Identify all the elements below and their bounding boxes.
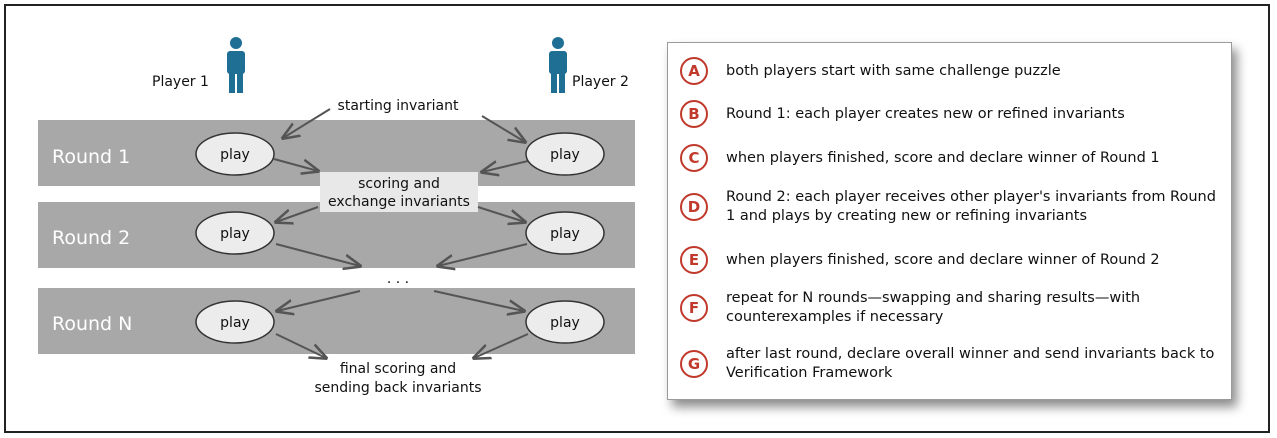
letter-badge-icon: B bbox=[680, 100, 708, 128]
play-node: play bbox=[525, 211, 605, 255]
svg-text:play: play bbox=[220, 315, 250, 331]
legend-item-g: G after last round, declare overall winn… bbox=[680, 345, 1226, 383]
round-label-1: Round 1 bbox=[52, 146, 130, 168]
legend-text: Round 2: each player receives other play… bbox=[726, 189, 1216, 224]
arrow-ellipsis-to-rn-right bbox=[433, 290, 524, 311]
exchange-label-line1: scoring and bbox=[358, 176, 440, 192]
player-2-label: Player 2 bbox=[572, 74, 629, 90]
person-icon bbox=[549, 37, 567, 93]
legend-text: when players finished, score and declare… bbox=[726, 251, 1160, 268]
arrow-exchange-to-r2-right bbox=[477, 206, 525, 222]
starting-invariant-label: starting invariant bbox=[338, 98, 459, 114]
letter-badge-icon: D bbox=[680, 193, 708, 221]
exchange-label-box bbox=[320, 172, 478, 212]
play-node: play bbox=[525, 300, 605, 344]
legend-text: after last round, declare overall winner… bbox=[726, 346, 1215, 381]
letter-badge-icon: G bbox=[680, 350, 708, 378]
ellipsis-label: . . . bbox=[387, 271, 409, 287]
play-node: play bbox=[525, 132, 605, 176]
svg-text:play: play bbox=[220, 226, 250, 242]
letter-badge-icon: C bbox=[680, 144, 708, 172]
arrow-exchange-to-r2-left bbox=[276, 206, 319, 222]
svg-text:play: play bbox=[550, 315, 580, 331]
legend-panel: A both players start with same challenge… bbox=[667, 42, 1232, 400]
arrow-rn-left-to-final bbox=[275, 333, 326, 358]
final-label-line2: sending back invariants bbox=[315, 380, 482, 396]
legend-item-c: C when players finished, score and decla… bbox=[680, 144, 1226, 172]
arrow-rn-right-to-final bbox=[474, 333, 529, 358]
legend-item-b: B Round 1: each player creates new or re… bbox=[680, 100, 1226, 128]
round-flow-diagram: Round 1 Round 2 Round N Player 1 Player … bbox=[38, 37, 635, 396]
exchange-label-line2: exchange invariants bbox=[328, 194, 470, 210]
svg-text:play: play bbox=[220, 147, 250, 163]
arrow-r2-right-to-ellipsis bbox=[438, 243, 528, 266]
legend-item-d: D Round 2: each player receives other pl… bbox=[680, 188, 1226, 226]
arrow-start-to-p2 bbox=[481, 115, 525, 142]
legend-item-a: A both players start with same challenge… bbox=[680, 57, 1226, 85]
player-1-label: Player 1 bbox=[152, 74, 209, 90]
svg-text:play: play bbox=[550, 147, 580, 163]
play-node: play bbox=[195, 211, 275, 255]
legend-text: Round 1: each player creates new or refi… bbox=[726, 105, 1125, 122]
legend-text: both players start with same challenge p… bbox=[726, 62, 1061, 79]
round-label-2: Round 2 bbox=[52, 227, 130, 249]
legend-text: when players finished, score and declare… bbox=[726, 149, 1160, 166]
arrow-ellipsis-to-rn-left bbox=[277, 290, 361, 311]
arrow-r1-left-to-scoring bbox=[273, 158, 318, 171]
letter-badge-icon: E bbox=[680, 246, 708, 274]
letter-badge-icon: A bbox=[680, 57, 708, 85]
letter-badge-icon: F bbox=[680, 294, 708, 322]
round-label-n: Round N bbox=[52, 313, 132, 335]
arrow-start-to-p1 bbox=[283, 108, 331, 138]
legend-item-f: F repeat for N rounds—swapping and shari… bbox=[680, 289, 1226, 327]
arrow-r2-left-to-ellipsis bbox=[275, 243, 360, 266]
svg-text:play: play bbox=[550, 226, 580, 242]
legend-text: repeat for N rounds—swapping and sharing… bbox=[726, 290, 1141, 325]
legend-item-e: E when players finished, score and decla… bbox=[680, 246, 1226, 274]
final-label-line1: final scoring and bbox=[340, 361, 456, 377]
arrow-r1-right-to-scoring bbox=[482, 160, 529, 172]
play-node: play bbox=[195, 132, 275, 176]
play-node: play bbox=[195, 300, 275, 344]
person-icon bbox=[227, 37, 245, 93]
